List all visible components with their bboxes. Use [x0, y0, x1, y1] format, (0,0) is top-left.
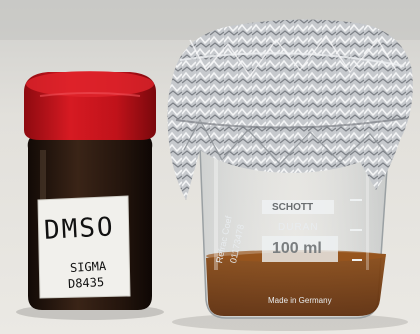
bottle-label-code: D8435: [67, 275, 105, 291]
bottle-label-name: DMSO: [43, 212, 116, 246]
beaker-line: DURAN: [278, 222, 319, 233]
beaker-origin: Made in Germany: [268, 296, 332, 305]
bottle-label-maker: SIGMA: [69, 259, 107, 275]
red-cap: [24, 71, 156, 140]
beaker-brand: SCHOTT: [272, 202, 314, 213]
beaker-volume: 100 ml: [272, 240, 322, 257]
aluminium-foil: [167, 19, 413, 200]
